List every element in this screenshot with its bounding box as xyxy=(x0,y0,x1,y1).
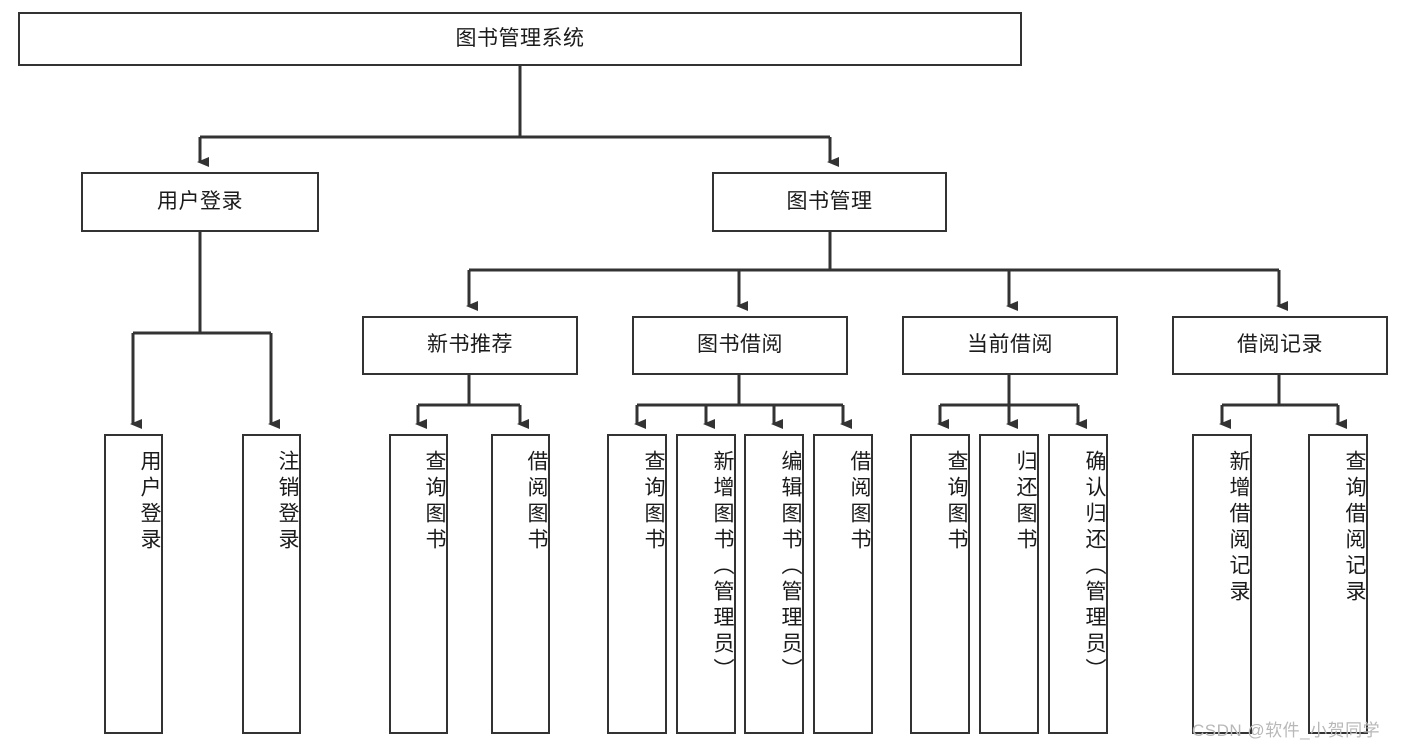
csdn-watermark: CSDN @软件_小贺同学 xyxy=(1192,721,1381,740)
leaf-label: 确认归还（管理员） xyxy=(1083,450,1106,684)
leaf-query-borrow-record[interactable]: 查询借阅记录 xyxy=(1308,434,1368,734)
leaf-label: 借阅图书 xyxy=(525,450,548,554)
leaf-label: 编辑图书（管理员） xyxy=(779,450,802,684)
leaf-label: 查询图书 xyxy=(642,450,665,554)
leaf-label: 归还图书 xyxy=(1014,450,1037,554)
leaf-label: 查询图书 xyxy=(945,450,968,554)
leaf-label: 查询图书 xyxy=(423,450,446,554)
leaf-edit-book-admin[interactable]: 编辑图书（管理员） xyxy=(744,434,804,734)
node-label: 图书管理 xyxy=(786,189,873,213)
leaf-label: 新增借阅记录 xyxy=(1227,450,1250,606)
leaf-confirm-return-admin[interactable]: 确认归还（管理员） xyxy=(1048,434,1108,734)
node-label: 借阅记录 xyxy=(1237,333,1323,357)
node-new-book-recommend[interactable]: 新书推荐 xyxy=(362,316,578,375)
node-book-management-system[interactable]: 图书管理系统 xyxy=(18,12,1022,66)
node-current-borrow[interactable]: 当前借阅 xyxy=(902,316,1118,375)
leaf-add-borrow-record[interactable]: 新增借阅记录 xyxy=(1192,434,1252,734)
node-book-borrow[interactable]: 图书借阅 xyxy=(632,316,848,375)
node-label: 图书借阅 xyxy=(697,333,783,357)
node-borrow-record[interactable]: 借阅记录 xyxy=(1172,316,1388,375)
leaf-query-book-borrow[interactable]: 查询图书 xyxy=(607,434,667,734)
node-label: 当前借阅 xyxy=(967,333,1053,357)
node-book-management[interactable]: 图书管理 xyxy=(712,172,947,232)
node-label: 用户登录 xyxy=(157,189,243,213)
leaf-label: 借阅图书 xyxy=(848,450,871,554)
leaf-user-login[interactable]: 用户登录 xyxy=(104,434,163,734)
leaf-label: 新增图书（管理员） xyxy=(711,450,734,684)
leaf-label: 注销登录 xyxy=(276,450,299,554)
leaf-query-book-recommend[interactable]: 查询图书 xyxy=(389,434,448,734)
node-label: 图书管理系统 xyxy=(455,26,585,50)
leaf-borrow-book-recommend[interactable]: 借阅图书 xyxy=(491,434,550,734)
leaf-user-logout[interactable]: 注销登录 xyxy=(242,434,301,734)
leaf-label: 查询借阅记录 xyxy=(1343,450,1366,606)
node-user-login[interactable]: 用户登录 xyxy=(81,172,319,232)
node-label: 新书推荐 xyxy=(427,333,513,357)
leaf-return-book[interactable]: 归还图书 xyxy=(979,434,1039,734)
leaf-borrow-book[interactable]: 借阅图书 xyxy=(813,434,873,734)
leaf-query-book-current[interactable]: 查询图书 xyxy=(910,434,970,734)
leaf-add-book-admin[interactable]: 新增图书（管理员） xyxy=(676,434,736,734)
leaf-label: 用户登录 xyxy=(138,450,161,554)
